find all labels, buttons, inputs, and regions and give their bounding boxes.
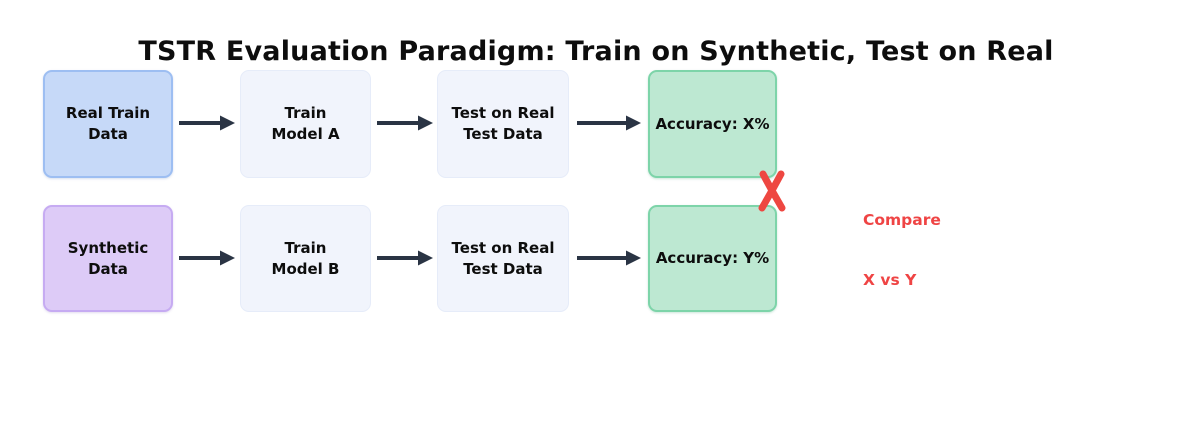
box-label-line: Data xyxy=(88,125,128,143)
box-label-line: Train xyxy=(284,104,327,122)
box-label-line: Model A xyxy=(271,125,340,143)
flow-arrow-icon xyxy=(577,115,641,131)
train-model-b-box: Train Model B xyxy=(240,205,371,312)
flow-arrow-icon xyxy=(179,115,235,131)
box-label-line: Accuracy: Y% xyxy=(655,249,770,267)
accuracy-x-box: Accuracy: X% xyxy=(648,70,777,178)
flow-arrow-icon xyxy=(377,115,433,131)
synthetic-data-box: Synthetic Data xyxy=(43,205,173,312)
box-label-line: Test Data xyxy=(463,125,543,143)
compare-line: X vs Y xyxy=(863,271,917,289)
test-on-real-b-box: Test on Real Test Data xyxy=(437,205,569,312)
compare-line: Compare xyxy=(863,211,941,229)
box-label-line: Data xyxy=(88,259,128,278)
box-label-line: Test on Real xyxy=(451,104,555,122)
box-label-line: Train xyxy=(284,238,327,257)
box-label-line: Real Train xyxy=(65,104,151,122)
flow-arrow-icon xyxy=(577,250,641,266)
box-label-line: Model B xyxy=(271,259,340,278)
flow-arrow-icon xyxy=(179,250,235,266)
compare-annotation: Compare X vs Y xyxy=(863,170,941,330)
box-label-line: Synthetic xyxy=(67,238,149,257)
red-x-icon xyxy=(758,170,786,212)
train-model-a-box: Train Model A xyxy=(240,70,371,178)
accuracy-y-box: Accuracy: Y% xyxy=(648,205,777,312)
box-label-line: Test on Real xyxy=(451,238,555,257)
real-train-data-box: Real Train Data xyxy=(43,70,173,178)
diagram-title: TSTR Evaluation Paradigm: Train on Synth… xyxy=(138,36,1054,67)
box-label-line: Test Data xyxy=(463,259,543,278)
box-label-line: Accuracy: X% xyxy=(655,114,770,133)
flow-arrow-icon xyxy=(377,250,433,266)
test-on-real-a-box: Test on Real Test Data xyxy=(437,70,569,178)
